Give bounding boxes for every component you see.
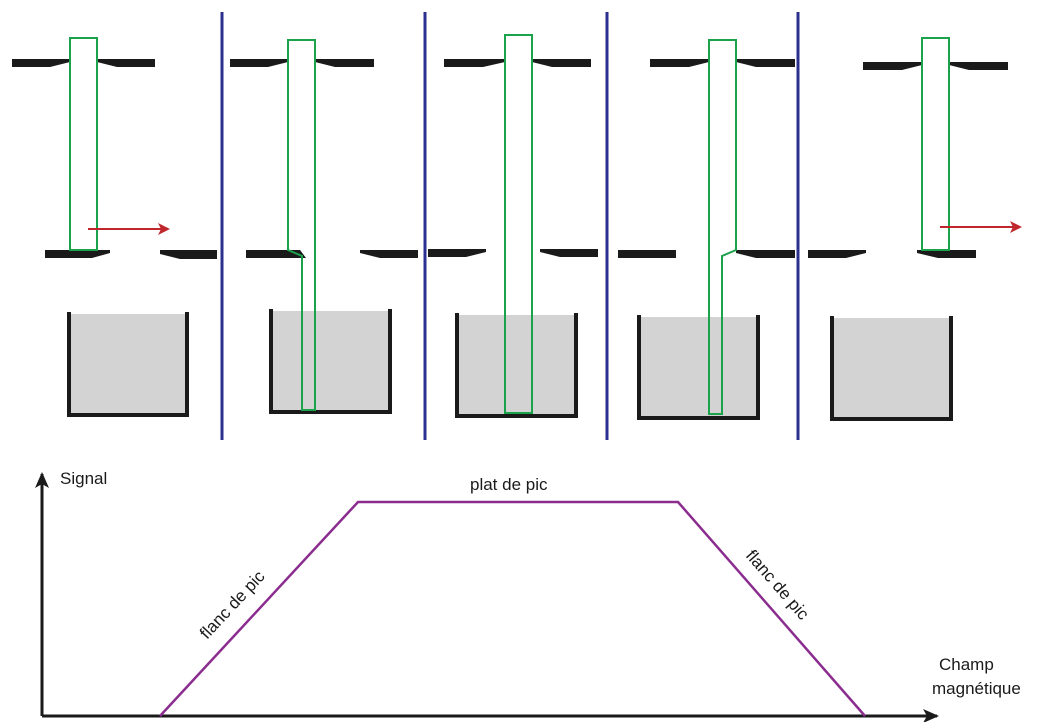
- entrance-slit-right: [736, 59, 795, 67]
- x-axis-label-line1: Champ: [939, 655, 994, 674]
- faraday-cup-fill: [639, 317, 758, 418]
- panel-dividers: [220, 12, 800, 440]
- faraday-cup: [455, 313, 578, 418]
- panel-3: [428, 34, 598, 418]
- exit-slit-left: [45, 250, 110, 258]
- y-axis-label: Signal: [60, 469, 107, 488]
- entrance-slit-left: [12, 59, 70, 67]
- entrance-slit-right: [97, 59, 155, 67]
- peak-curve: [159, 500, 866, 717]
- faraday-cup: [830, 316, 953, 421]
- exit-slit-left: [808, 250, 866, 258]
- entrance-slit-right: [315, 59, 374, 67]
- ion-beam: [504, 34, 533, 414]
- left-flank-label: flanc de pic: [196, 567, 269, 643]
- entrance-slit-left: [444, 59, 505, 67]
- faraday-cup: [269, 309, 392, 414]
- exit-slit-right: [917, 250, 976, 258]
- faraday-cup-fill: [271, 311, 390, 412]
- entrance-slit-right: [949, 62, 1008, 70]
- peak-graph: Signal Champ magnétique plat de pic flan…: [35, 469, 1021, 722]
- faraday-cup-fill: [832, 318, 951, 419]
- ion-beam: [921, 37, 950, 251]
- panel-4: [618, 39, 795, 420]
- plateau-label: plat de pic: [470, 475, 548, 494]
- exit-slit-right: [736, 250, 795, 258]
- exit-slit-left: [428, 249, 486, 257]
- x-axis-label-line2: magnétique: [932, 679, 1021, 698]
- ion-beam: [287, 39, 316, 411]
- faraday-cup-fill: [69, 314, 187, 415]
- right-flank-label: flanc de pic: [742, 546, 813, 624]
- panel-2: [230, 39, 418, 414]
- faraday-cup-fill: [457, 315, 576, 416]
- entrance-slit-left: [230, 59, 288, 67]
- exit-slit-right: [540, 249, 598, 257]
- entrance-slit-left: [650, 59, 709, 67]
- ion-beam: [69, 37, 98, 251]
- exit-slit-right: [360, 250, 418, 258]
- exit-slit-left: [618, 250, 676, 258]
- entrance-slit-left: [863, 62, 922, 70]
- exit-slit-right: [160, 250, 217, 259]
- panel-5: [808, 37, 1022, 421]
- faraday-cup: [637, 315, 760, 420]
- entrance-slit-right: [532, 59, 591, 67]
- faraday-cup: [67, 312, 189, 417]
- panel-1: [12, 37, 217, 417]
- ion-beam: [708, 39, 737, 415]
